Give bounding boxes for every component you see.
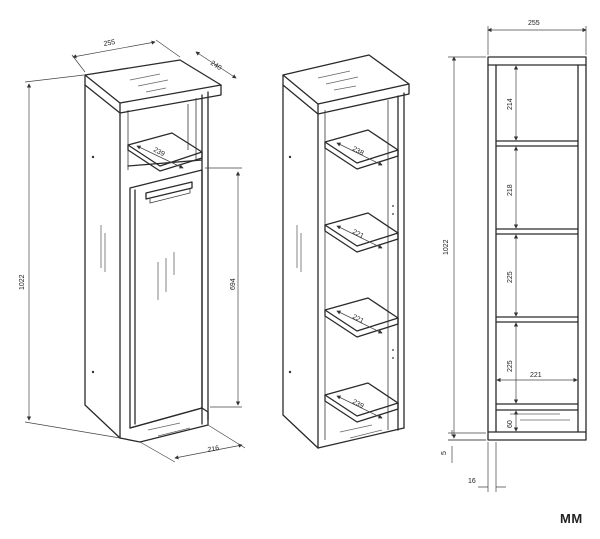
dim-right-panel-thickness: 16 bbox=[468, 478, 476, 485]
dim-mid-shelf-1: 238 bbox=[351, 146, 365, 158]
dim-right-comp-3: 225 bbox=[507, 271, 514, 283]
dim-right-comp-1: 214 bbox=[507, 98, 514, 110]
dim-right-floor-gap: 5 bbox=[441, 451, 448, 455]
brand-logo: MM bbox=[560, 511, 583, 526]
dimension-labels: 255 240 1022 239 694 216 238 221 221 239… bbox=[19, 20, 542, 485]
dim-left-depth: 240 bbox=[209, 60, 223, 72]
dim-right-inner-width: 221 bbox=[530, 372, 542, 379]
dim-right-height: 1022 bbox=[443, 239, 450, 255]
dim-right-plinth: 60 bbox=[507, 420, 514, 428]
dim-right-comp-2: 218 bbox=[507, 184, 514, 196]
dim-right-width: 255 bbox=[528, 20, 540, 27]
dim-mid-shelf-4: 239 bbox=[351, 399, 365, 411]
dim-right-comp-4: 225 bbox=[507, 360, 514, 372]
dim-left-width: 255 bbox=[103, 39, 116, 48]
dim-left-door-height: 694 bbox=[230, 278, 237, 290]
dim-mid-shelf-3: 221 bbox=[351, 314, 365, 326]
dim-left-shelf-depth: 239 bbox=[152, 147, 166, 159]
cabinet-with-door bbox=[24, 39, 246, 463]
dim-mid-shelf-2: 221 bbox=[351, 229, 365, 241]
dim-left-base-depth: 216 bbox=[207, 445, 220, 454]
dim-left-height: 1022 bbox=[19, 274, 26, 290]
front-elevation bbox=[448, 26, 587, 492]
open-shelf-unit bbox=[282, 54, 410, 449]
